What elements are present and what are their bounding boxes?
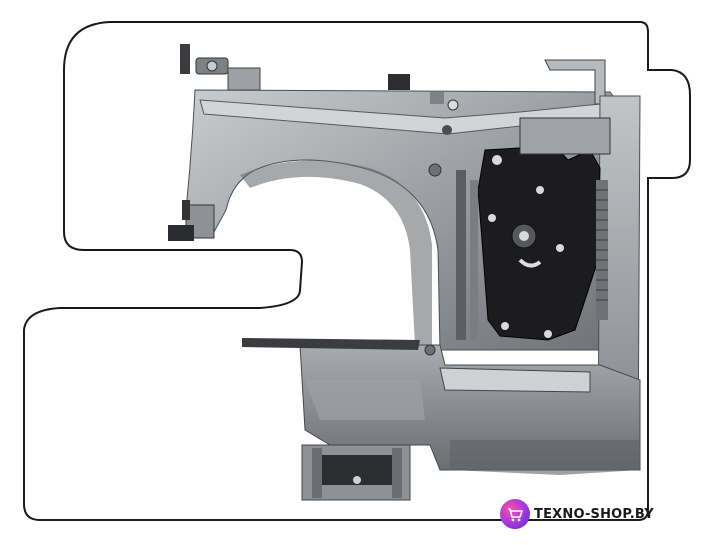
watermark-text: TEXNO-SHOP.BY [534, 506, 654, 522]
needle-plate [242, 338, 420, 350]
watermark: TEXNO-SHOP.BY [500, 498, 654, 530]
shopping-cart-icon [508, 508, 523, 522]
arm-cavity [240, 160, 432, 345]
cam-mechanism [477, 145, 601, 341]
watermark-badge [500, 499, 530, 529]
gear-rack [596, 180, 608, 320]
thread-guide-post [180, 44, 190, 74]
top-bracket [544, 59, 606, 105]
machine-outline [23, 21, 691, 521]
